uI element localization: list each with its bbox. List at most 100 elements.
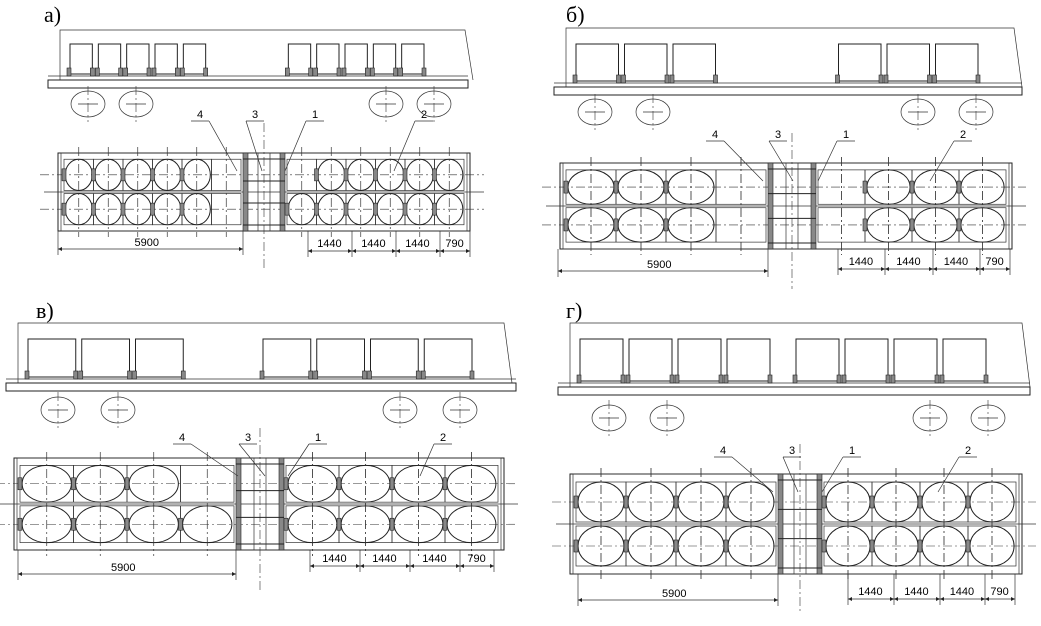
callout-leader — [208, 120, 238, 172]
chock — [120, 168, 126, 182]
callout-number: 2 — [440, 432, 446, 444]
chock — [124, 477, 130, 491]
chock — [343, 168, 349, 182]
tie-post — [66, 67, 72, 77]
dim-arrow — [58, 247, 62, 251]
container-side — [893, 338, 938, 382]
tie-post — [939, 374, 945, 384]
dim-arrow — [838, 267, 842, 271]
container-side — [69, 43, 93, 75]
container-side — [182, 43, 207, 75]
side-view — [553, 27, 1023, 130]
dimension-text: 790 — [990, 586, 1008, 598]
dimension-text: 790 — [467, 553, 485, 565]
chock — [965, 539, 971, 553]
dim-arrow — [985, 597, 989, 601]
dim-arrow — [1006, 267, 1010, 271]
chock — [613, 218, 619, 232]
container-side — [370, 338, 419, 378]
tie-post — [421, 67, 427, 77]
chock — [124, 517, 130, 531]
container-side — [27, 338, 77, 378]
dim-arrow — [894, 597, 898, 601]
dimension-text: 1440 — [317, 238, 341, 250]
panel-label: г) — [566, 298, 582, 323]
chock — [314, 202, 319, 216]
container-side — [628, 338, 673, 382]
chock — [723, 539, 729, 553]
tie-post — [362, 370, 367, 380]
chock — [91, 168, 96, 182]
chock — [373, 202, 378, 216]
tie-post — [934, 374, 940, 384]
end-wall-right — [279, 152, 286, 232]
dim-arrow — [396, 249, 400, 253]
wagon-frame — [47, 79, 469, 89]
tie-post — [73, 370, 79, 380]
callout-number: 4 — [197, 109, 203, 121]
tie-post — [885, 374, 891, 384]
dim-arrow — [352, 249, 356, 253]
dim-arrow — [774, 598, 778, 602]
end-wall-left — [242, 152, 249, 232]
dim-arrow — [308, 249, 312, 253]
dimension-text: 5900 — [135, 237, 159, 249]
tie-post — [308, 67, 313, 77]
callout-leader — [817, 140, 838, 182]
tie-post — [151, 67, 157, 77]
dimension-text: 1440 — [849, 256, 873, 268]
chock — [563, 180, 569, 194]
tie-post — [336, 67, 342, 77]
chock — [71, 517, 76, 531]
dim-arrow — [981, 597, 985, 601]
dimension-text: 1440 — [858, 586, 882, 598]
loading-gauge-outline — [59, 29, 474, 81]
tie-post — [718, 374, 724, 384]
chock — [336, 477, 342, 491]
dim-arrow — [466, 249, 470, 253]
end-wall-left — [235, 457, 242, 551]
tie-post — [259, 370, 265, 380]
dim-arrow — [929, 267, 933, 271]
tie-post — [620, 374, 626, 384]
dim-arrow — [490, 564, 494, 568]
callout-leader — [821, 456, 844, 493]
chock — [909, 218, 915, 232]
chock — [663, 180, 669, 194]
chock — [623, 495, 629, 509]
tie-post — [572, 74, 578, 84]
tie-post — [669, 74, 675, 84]
loading-gauge-outline — [17, 322, 513, 384]
chock — [283, 477, 289, 491]
tie-post — [927, 74, 932, 84]
container-side — [838, 43, 882, 82]
chock — [821, 495, 827, 509]
chock — [821, 539, 827, 553]
callout-leader — [731, 456, 774, 493]
tie-post — [367, 370, 372, 380]
dim-arrow — [406, 564, 410, 568]
tie-post — [723, 374, 729, 384]
chock — [402, 202, 408, 216]
dimension-text: 1440 — [904, 586, 928, 598]
tie-post — [393, 67, 398, 77]
tie-post — [983, 374, 989, 384]
dimension-text: 5900 — [111, 562, 135, 574]
tie-post — [932, 74, 937, 84]
dim-arrow — [980, 267, 984, 271]
tie-post — [890, 374, 896, 384]
dimension-text: 1440 — [422, 553, 446, 565]
container-side — [579, 338, 624, 382]
callout-leader — [245, 120, 263, 172]
panel-label: а) — [44, 2, 61, 27]
tie-post — [127, 370, 132, 380]
chock — [917, 539, 923, 553]
end-wall-right — [816, 473, 823, 575]
tie-post — [975, 74, 981, 84]
chock — [909, 180, 915, 194]
dim-arrow — [890, 597, 894, 601]
